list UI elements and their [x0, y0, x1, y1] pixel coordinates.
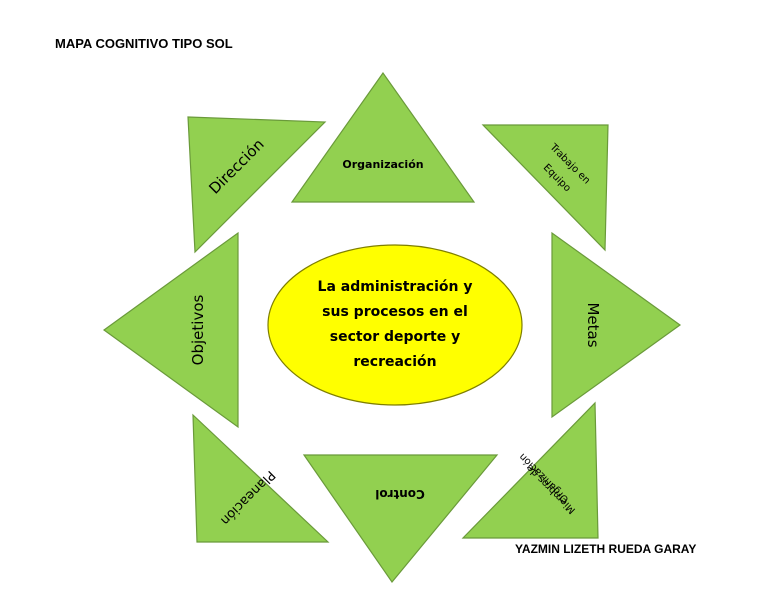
ray-objetivos — [102, 231, 239, 429]
ray-control-label: Control — [375, 487, 425, 501]
ray-objetivos-label: Objetivos — [189, 295, 207, 366]
ray-organizacion — [290, 71, 476, 203]
center-line-1: La administración y — [317, 279, 473, 295]
author-name: YAZMIN LIZETH RUEDA GARAY — [515, 542, 697, 556]
center-ellipse — [267, 244, 523, 406]
center-line-2: sus procesos en el — [322, 304, 468, 320]
ray-control — [302, 454, 499, 583]
center-topic: La administración y sus procesos en el s… — [285, 275, 505, 375]
page-title: MAPA COGNITIVO TIPO SOL — [55, 36, 233, 51]
ray-trabajo-equipo — [481, 124, 609, 252]
ray-metas — [551, 231, 682, 419]
ray-miembros — [461, 401, 599, 539]
ray-direccion — [187, 116, 327, 254]
center-line-3: sector deporte y — [329, 329, 461, 345]
ray-planeacion — [192, 413, 330, 543]
ray-organizacion-label: Organización — [342, 158, 423, 171]
ray-metas-label: Metas — [584, 302, 602, 347]
center-line-4: recreación — [353, 354, 437, 370]
